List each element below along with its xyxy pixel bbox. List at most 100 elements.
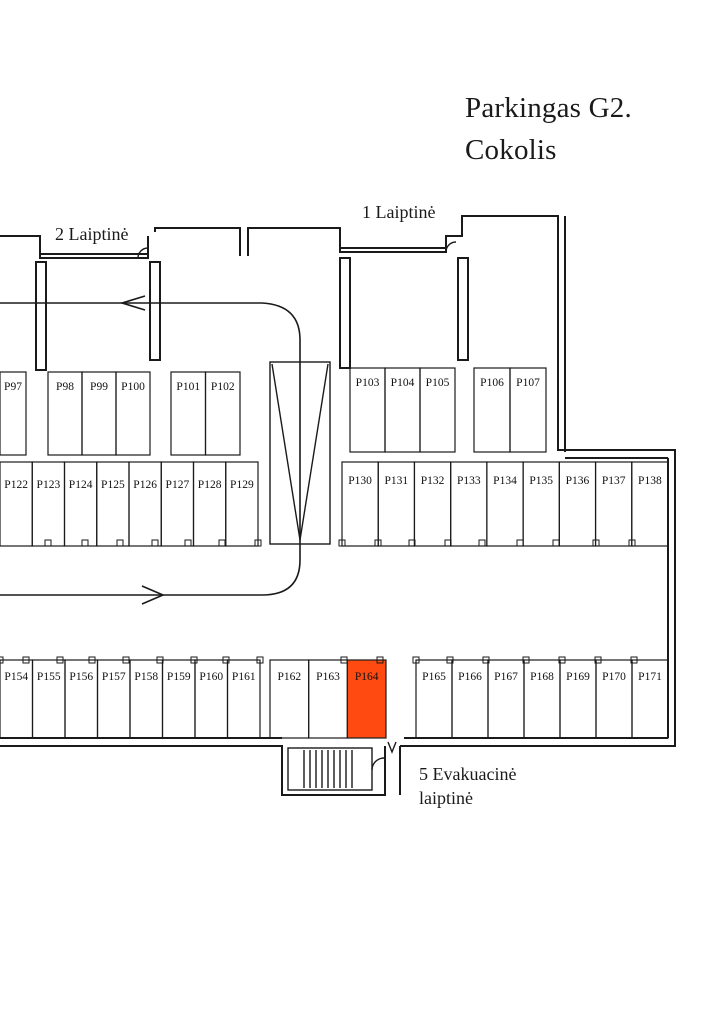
wall-segment bbox=[0, 745, 386, 796]
door-swing bbox=[371, 757, 385, 771]
parking-spot-label: P131 bbox=[385, 475, 409, 487]
parking-spot-p129 bbox=[225, 461, 259, 547]
traffic-route bbox=[0, 302, 301, 596]
parking-spot-label: P168 bbox=[530, 671, 554, 683]
parking-spot-label: P163 bbox=[316, 671, 340, 683]
parking-spot-p123 bbox=[31, 461, 66, 547]
wall-segment bbox=[247, 215, 676, 747]
plan-title-line2: Cokolis bbox=[465, 134, 557, 166]
post-marker bbox=[558, 656, 566, 664]
ramp-outline bbox=[269, 361, 331, 545]
exit-arrow bbox=[387, 741, 397, 754]
stair-outline bbox=[287, 747, 373, 791]
post-marker bbox=[116, 539, 124, 547]
door-swing bbox=[445, 241, 457, 253]
parking-spot-label: P169 bbox=[566, 671, 590, 683]
post-marker bbox=[0, 656, 4, 664]
column bbox=[149, 261, 161, 361]
parking-spot-label: P171 bbox=[638, 671, 662, 683]
wall-segment bbox=[154, 227, 241, 256]
ramp-diagonal bbox=[271, 363, 329, 541]
parking-spot-label: P164 bbox=[355, 671, 379, 683]
post-marker bbox=[218, 539, 226, 547]
post-marker bbox=[522, 656, 530, 664]
column bbox=[339, 257, 351, 369]
parking-spot-label: P162 bbox=[278, 671, 302, 683]
stair-1-label: 1 Laiptinė bbox=[362, 202, 436, 222]
parking-spot-label: P126 bbox=[133, 479, 157, 491]
parking-spot-p126 bbox=[128, 461, 162, 547]
wall-segment bbox=[0, 235, 149, 259]
plan-title-line1: Parkingas G2. bbox=[465, 92, 632, 124]
parking-spot-p127 bbox=[160, 461, 195, 547]
parking-spot-label: P128 bbox=[198, 479, 222, 491]
post-marker bbox=[376, 656, 384, 664]
post-marker bbox=[628, 539, 636, 547]
parking-spot-label: P105 bbox=[426, 377, 450, 389]
post-marker bbox=[478, 539, 486, 547]
parking-spot-label: P100 bbox=[121, 381, 145, 393]
post-marker bbox=[44, 539, 52, 547]
arrow-head bbox=[119, 295, 146, 311]
parking-spot-p138 bbox=[631, 461, 669, 547]
post-marker bbox=[22, 656, 30, 664]
parking-spot-label: P160 bbox=[199, 671, 223, 683]
parking-spot-label: P154 bbox=[4, 671, 28, 683]
post-marker bbox=[592, 539, 600, 547]
parking-spot-p128 bbox=[192, 461, 227, 547]
post-marker bbox=[446, 656, 454, 664]
door-swing bbox=[137, 247, 149, 259]
parking-spot-p171 bbox=[631, 659, 669, 739]
post-marker bbox=[412, 656, 420, 664]
post-marker bbox=[81, 539, 89, 547]
parking-spot-p100 bbox=[115, 371, 151, 456]
post-marker bbox=[151, 539, 159, 547]
parking-spot-p122 bbox=[0, 461, 33, 547]
parking-spot-label: P165 bbox=[422, 671, 446, 683]
post-marker bbox=[338, 539, 346, 547]
parking-spot-label: P159 bbox=[167, 671, 191, 683]
parking-spot-label: P135 bbox=[529, 475, 553, 487]
parking-spot-label: P123 bbox=[37, 479, 61, 491]
parking-spot-label: P107 bbox=[516, 377, 540, 389]
traffic-arrows bbox=[0, 295, 301, 605]
parking-spot-p105 bbox=[419, 367, 456, 453]
parking-spot-label: P130 bbox=[348, 475, 372, 487]
post-marker bbox=[190, 656, 198, 664]
parking-spot-label: P158 bbox=[134, 671, 158, 683]
parking-spot-p97 bbox=[0, 371, 27, 456]
parking-spot-p102 bbox=[204, 371, 241, 456]
evacuation-stair-label-line2: laiptinė bbox=[419, 788, 473, 808]
parking-spot-label: P124 bbox=[69, 479, 93, 491]
parking-spot-label: P104 bbox=[391, 377, 415, 389]
post-marker bbox=[408, 539, 416, 547]
parking-spot-label: P101 bbox=[176, 381, 200, 393]
post-marker bbox=[444, 539, 452, 547]
parking-spot-p164 bbox=[346, 659, 387, 739]
column bbox=[457, 257, 469, 361]
parking-spot-label: P155 bbox=[37, 671, 61, 683]
post-marker bbox=[122, 656, 130, 664]
post-marker bbox=[256, 656, 264, 664]
parking-spot-label: P161 bbox=[232, 671, 256, 683]
post-marker bbox=[222, 656, 230, 664]
post-marker bbox=[630, 656, 638, 664]
parking-spot-p161 bbox=[226, 659, 261, 739]
post-marker bbox=[516, 539, 524, 547]
parking-spot-label: P134 bbox=[493, 475, 517, 487]
parking-spot-label: P132 bbox=[421, 475, 445, 487]
evacuation-stair-label-line1: 5 Evakuacinė bbox=[419, 764, 517, 784]
stair-symbols bbox=[137, 241, 457, 791]
parking-spot-label: P138 bbox=[638, 475, 662, 487]
parking-spot-p124 bbox=[63, 461, 98, 547]
parking-spot-label: P98 bbox=[56, 381, 74, 393]
post-marker bbox=[254, 539, 262, 547]
post-marker bbox=[552, 539, 560, 547]
parking-spot-label: P122 bbox=[4, 479, 28, 491]
post-marker bbox=[156, 656, 164, 664]
column bbox=[35, 261, 47, 371]
parking-spot-label: P136 bbox=[566, 475, 590, 487]
stair-2-label: 2 Laiptinė bbox=[55, 224, 129, 244]
arrow-head bbox=[141, 585, 166, 605]
parking-spot-label: P127 bbox=[166, 479, 190, 491]
